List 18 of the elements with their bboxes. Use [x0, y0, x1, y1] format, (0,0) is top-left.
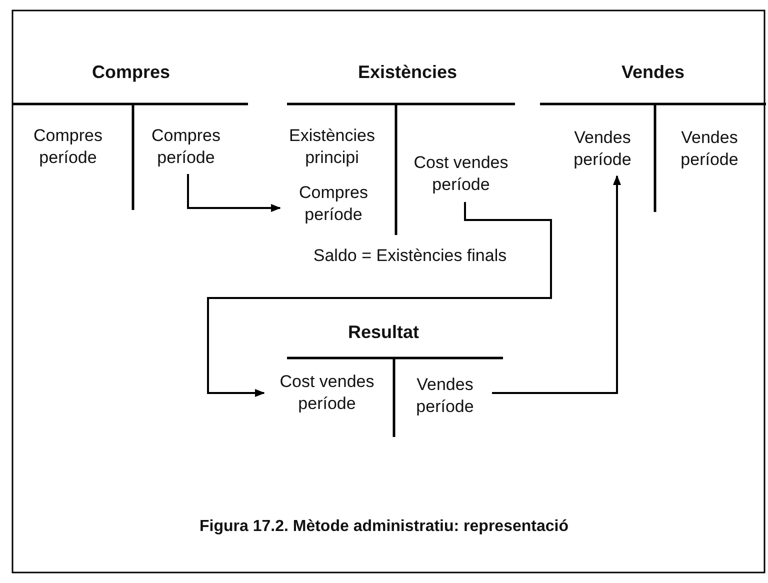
- account-entry: Cost vendes període: [412, 152, 510, 196]
- account-entry: Cost vendes període: [278, 370, 376, 415]
- account-title: Resultat: [346, 322, 420, 343]
- account-entry: Vendes període: [680, 126, 740, 171]
- account-entry: Vendes període: [572, 126, 632, 171]
- arrow: [492, 175, 621, 394]
- account-entry: Vendes període: [415, 374, 475, 418]
- figure-caption: Figura 17.2. Mètode administratiu: representació: [198, 518, 570, 536]
- arrow: [187, 174, 281, 212]
- account-entry: Existències principi: [288, 124, 376, 169]
- account-entry: Compres període: [150, 124, 222, 169]
- account-title: Compres: [90, 62, 172, 83]
- account-entry: Compres període: [32, 124, 104, 169]
- account-entry: Saldo = Existències finals: [313, 244, 507, 267]
- account-title: Existències: [356, 62, 458, 83]
- arrow: [207, 202, 552, 397]
- account-entry: Compres període: [298, 182, 369, 226]
- account-title: Vendes: [620, 62, 686, 83]
